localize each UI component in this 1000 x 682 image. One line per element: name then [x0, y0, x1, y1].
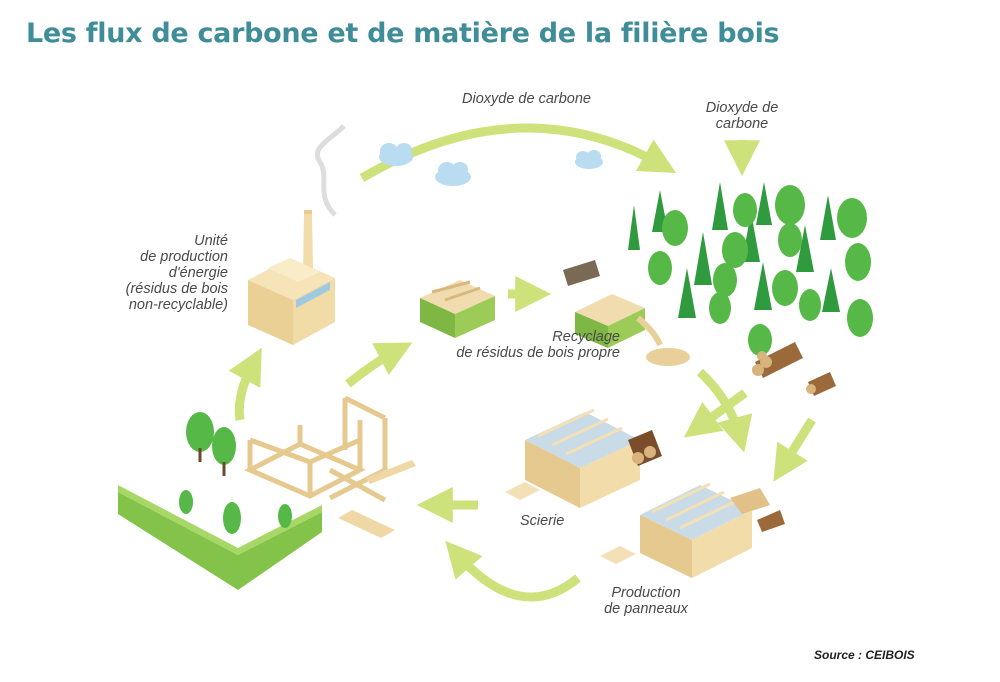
label-panels-line1: Production: [611, 585, 681, 601]
arrow-house-to-recycling: [345, 342, 413, 388]
label-energy-line2: de production: [140, 249, 228, 265]
label-sawmill: Scierie: [520, 513, 565, 529]
label-energy-line5: non-recyclable): [128, 297, 228, 313]
house-frame-icon: [244, 395, 388, 503]
label-panels: Production de panneaux: [596, 585, 696, 617]
panel-factory-icon: [600, 482, 785, 578]
label-energy-line4: (résidus de bois: [125, 281, 228, 297]
label-energy-line1: Unité: [194, 233, 228, 249]
factory-icon: [248, 210, 335, 345]
cloud-icon: [379, 143, 603, 186]
label-recycling-line2: de résidus de bois propre: [456, 345, 620, 361]
label-co2-forest: Dioxyde de carbone: [702, 100, 782, 132]
sawdust-icon: [636, 315, 690, 366]
plank-icon: [338, 460, 416, 538]
log-pile-icon: [752, 342, 836, 396]
forest-icon: [628, 182, 873, 356]
smoke-icon: [315, 124, 346, 217]
label-co2-forest-line2: carbone: [715, 116, 769, 132]
label-energy-line3: d'énergie: [168, 265, 228, 281]
label-recycling-line1: Recyclage: [552, 329, 620, 345]
hedge-icon: [118, 412, 322, 590]
container-icon: [420, 260, 645, 348]
arrow-sawdust-to-panels: [696, 368, 753, 453]
arrow-forest-to-panels: [773, 417, 816, 482]
label-energy-unit: Unité de production d'énergie (résidus d…: [80, 233, 228, 313]
arrow-house-to-energy: [228, 347, 262, 421]
label-recycling: Recyclage de résidus de bois propre: [430, 329, 620, 361]
sawmill-icon: [505, 408, 662, 508]
label-co2-top: Dioxyde de carbone: [462, 91, 591, 107]
page-title: Les flux de carbone et de matière de la …: [26, 18, 780, 49]
source-note: Source : CEIBOIS: [814, 648, 915, 662]
arrow-forest-to-sawmill: [683, 389, 748, 438]
arrow-panels-to-house: [445, 540, 581, 602]
label-co2-forest-line1: Dioxyde de: [705, 100, 779, 116]
label-panels-line2: de panneaux: [604, 601, 688, 617]
